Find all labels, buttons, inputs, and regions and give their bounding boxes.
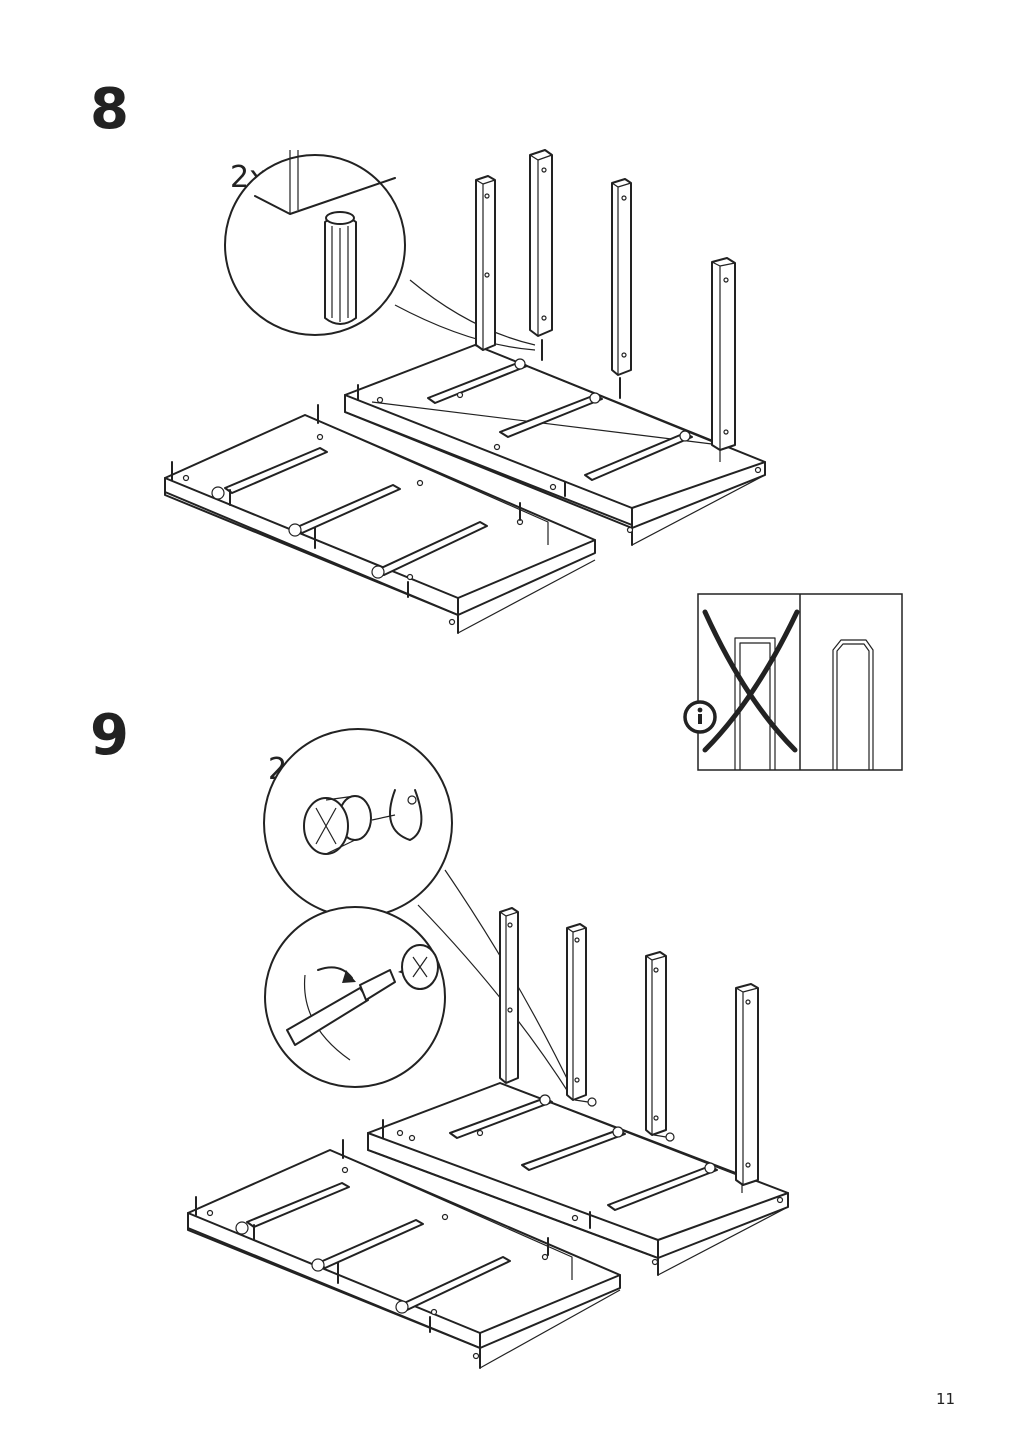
step-9-board-back (367, 1082, 789, 1276)
step-8-board-front (164, 404, 596, 634)
screwdriver-icon (286, 944, 439, 1061)
info-panel (697, 593, 903, 771)
step-9-legs (499, 907, 759, 1186)
page-number: 11 (936, 1390, 956, 1408)
cam-lock-icon (303, 789, 423, 855)
step-8-legs (475, 149, 736, 451)
wooden-dowel-icon (324, 211, 357, 325)
step-8-detail-circle (224, 150, 536, 351)
cross-out-icon (702, 609, 800, 753)
step-8-number: 8 (90, 77, 129, 142)
step-9-number: 9 (90, 703, 129, 768)
step-9-board-front (187, 1139, 621, 1369)
info-icon (683, 700, 717, 734)
